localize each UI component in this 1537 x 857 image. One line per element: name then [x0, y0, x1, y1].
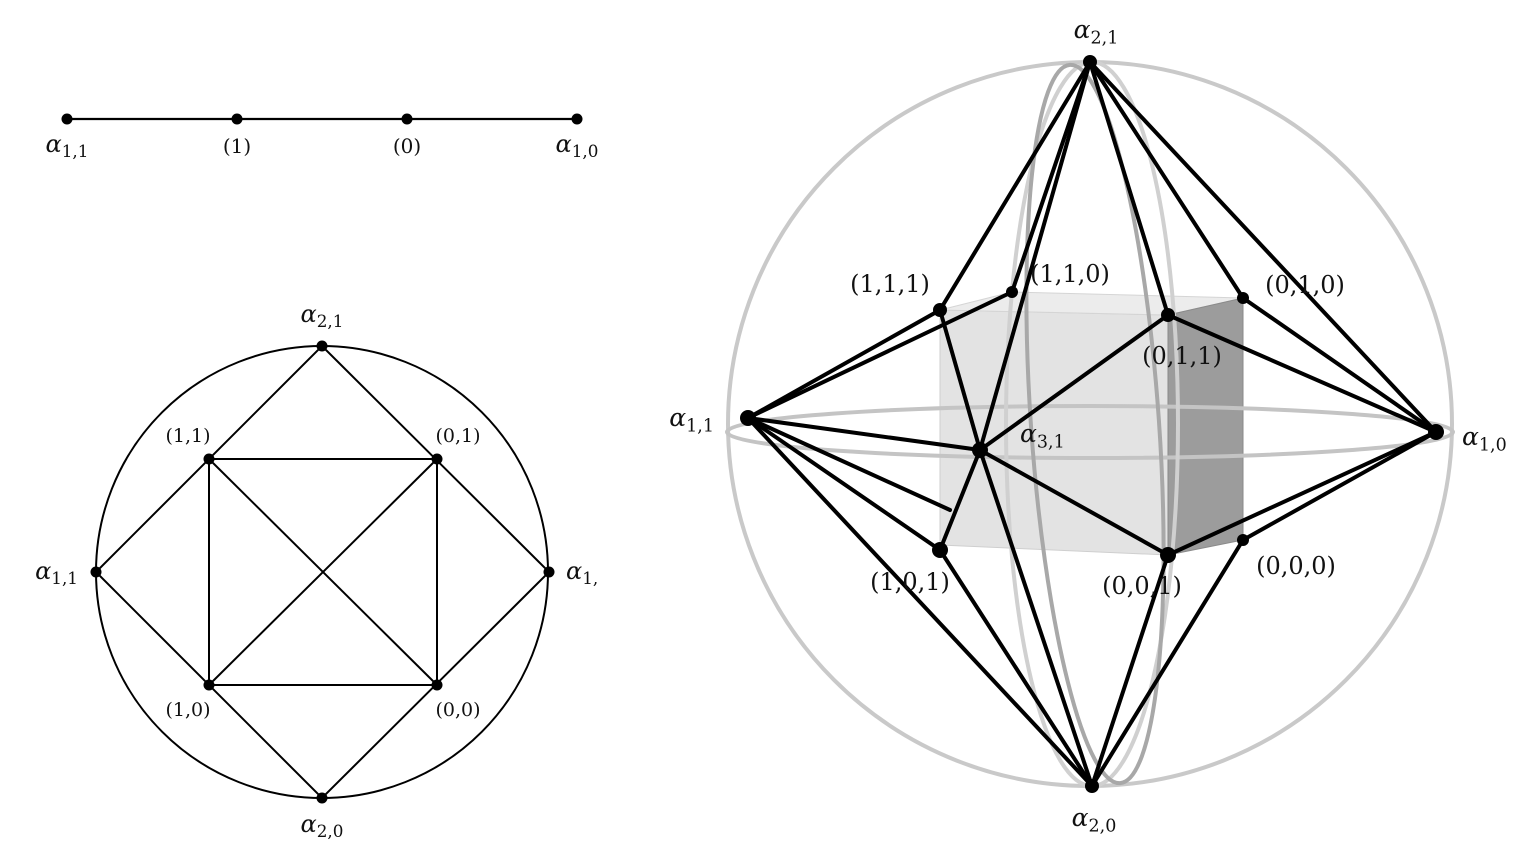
circle-label-00: (0,0): [435, 699, 480, 721]
line-diagram: α1,1 (1) (0) α1,0: [46, 113, 599, 161]
sphere-node-bottom: [1085, 779, 1099, 793]
sphere-labels: α2,1 α2,0 α1,1 α1,0 α3,1 (1,1,1) (1,1,0)…: [669, 15, 1506, 836]
sphere-diagram: α2,1 α2,0 α1,1 α1,0 α3,1 (1,1,1) (1,1,0)…: [669, 15, 1506, 836]
line-node-alpha11: [61, 113, 73, 125]
sphere-edges: [746, 60, 1438, 788]
circle-node-01: [431, 453, 443, 465]
sphere-node-right: [1428, 424, 1444, 440]
sphere-node-001: [1160, 547, 1176, 563]
sphere-label-101: (1,0,1): [870, 568, 950, 596]
sphere-node-top: [1083, 55, 1097, 69]
sphere-label-111: (1,1,1): [850, 270, 930, 298]
sphere-label-top: α2,1: [1074, 15, 1119, 48]
sphere-node-110: [1006, 286, 1018, 298]
diagonal-2: [208, 458, 438, 686]
sphere-label-011: (0,1,1): [1142, 342, 1222, 370]
circle-label-left: α1,1: [35, 557, 78, 588]
circle-label-01: (0,1): [435, 425, 480, 447]
circle-node-right: [543, 566, 555, 578]
sphere-label-bottom: α2,0: [1072, 803, 1117, 836]
line-label-alpha10: α1,0: [556, 130, 599, 161]
sphere-equator: [725, 404, 1455, 460]
circle-node-11: [203, 453, 215, 465]
line-label-alpha11: α1,1: [46, 130, 89, 161]
circle-node-top: [316, 340, 328, 352]
sphere-label-001: (0,0,1): [1102, 572, 1182, 600]
circle-node-10: [203, 679, 215, 691]
circle-label-10: (1,0): [165, 699, 210, 721]
sphere-node-center: [972, 442, 988, 458]
circle-labels: α2,1 α2,0 α1,1 α1, (1,1) (0,1) (1,0) (0,…: [35, 300, 598, 841]
sphere-label-right: α1,0: [1462, 422, 1507, 455]
sphere-label-left: α1,1: [669, 403, 714, 436]
circle-node-00: [431, 679, 443, 691]
sphere-label-center: α3,1: [1020, 419, 1065, 452]
line-node-alpha10: [571, 113, 583, 125]
sphere-meridian-2: [1024, 62, 1166, 786]
sphere-node-010: [1237, 292, 1249, 304]
sphere-node-left: [740, 410, 756, 426]
sphere-node-111: [933, 303, 947, 317]
circle-node-left: [90, 566, 102, 578]
circle-label-11: (1,1): [165, 425, 210, 447]
line-label-1: (1): [223, 134, 251, 158]
circle-label-bottom: α2,0: [301, 810, 344, 841]
sphere-label-010: (0,1,0): [1265, 271, 1345, 299]
line-node-0: [401, 113, 413, 125]
sphere-node-011: [1161, 308, 1175, 322]
sphere-nodes: [740, 55, 1444, 793]
inner-square: [208, 458, 438, 686]
sphere-node-000: [1237, 534, 1249, 546]
sphere-node-101: [932, 542, 948, 558]
circle-nodes: [90, 340, 555, 804]
circle-label-right: α1,: [566, 557, 598, 588]
circle-label-top: α2,1: [301, 300, 344, 331]
line-label-0: (0): [393, 134, 421, 158]
circle-node-bottom: [316, 792, 328, 804]
sphere-label-110: (1,1,0): [1030, 260, 1110, 288]
sphere-label-000: (0,0,0): [1256, 552, 1336, 580]
circle-diagram: [94, 344, 551, 800]
line-node-1: [231, 113, 243, 125]
